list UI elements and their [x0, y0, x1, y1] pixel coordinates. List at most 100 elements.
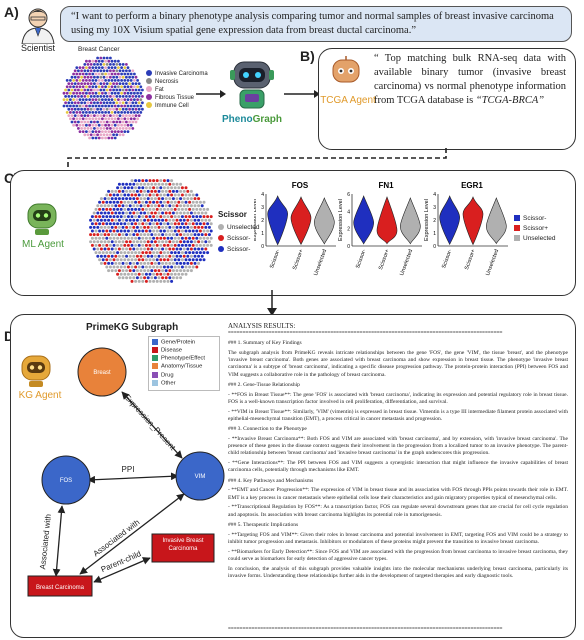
violin-xtick: Unselected — [313, 249, 328, 277]
kg-agent-label: KG Agent — [18, 390, 62, 401]
phenograph-label: PhenoGraph — [222, 114, 282, 125]
kg-legend-label: Phenotype/Effect — [161, 355, 206, 362]
node-breast-label: Breast — [93, 370, 111, 376]
analysis-title: ANALYSIS RESULTS: — [228, 322, 296, 330]
panel-c-box — [10, 170, 576, 296]
analysis-paragraph: - **Biomarkers for Early Detection**: Si… — [228, 548, 568, 562]
violin-legend-label: Scissor- — [523, 215, 547, 222]
violin-ytick: 0 — [347, 244, 350, 250]
node-breast-carcinoma — [27, 575, 93, 597]
kg-legend-swatch — [152, 347, 158, 354]
tissue-legend-label: Necrosis — [155, 79, 179, 85]
violin-ylabel: Expression Level — [424, 199, 430, 241]
tcga-quote: “ Top matching bulk RNA-seq data with av… — [374, 52, 566, 108]
analysis-heading: ### 4. Key Pathways and Mechanisms — [228, 477, 314, 484]
violin-ytick: 3 — [261, 205, 264, 211]
node-breast — [77, 347, 127, 397]
violin-xtick: Scissor+ — [292, 249, 305, 271]
kg-legend-item: Drug — [152, 371, 216, 380]
tissue-title: Breast Cancer — [78, 46, 120, 53]
tissue-legend-item: Necrosis — [146, 78, 208, 86]
analysis-heading: ### 2. Gene-Tissue Relationship — [228, 381, 300, 388]
robot-icon — [230, 61, 274, 109]
kg-legend-label: Other — [161, 380, 176, 387]
violin-title: EGR1 — [461, 181, 483, 190]
tissue-legend-label: Invasive Carcinoma — [155, 71, 208, 77]
tcga-agent-label: TCGA Agent — [320, 95, 376, 106]
violin-legend-item: Unselected — [514, 234, 556, 244]
tissue-legend-label: Fat — [155, 87, 164, 93]
node-fos — [41, 455, 91, 505]
violin-ytick: 4 — [433, 192, 436, 198]
violin-title: FOS — [292, 181, 309, 190]
violin-ytick: 0 — [433, 244, 436, 250]
tissue-legend-swatch — [146, 102, 152, 109]
tissue-legend-label: Fibrous Tissue — [155, 95, 195, 101]
violin-xtick: Unselected — [399, 249, 414, 277]
violin-xtick: Scissor+ — [464, 249, 477, 271]
tissue-legend-item: Fibrous Tissue — [146, 94, 208, 102]
violin-shape — [376, 196, 398, 245]
scientist-quote: “I want to perform a binary phenotype an… — [60, 6, 572, 42]
violin-ytick: 1 — [261, 231, 264, 237]
violin-shape — [439, 195, 460, 246]
violin-xtick: Scissor- — [269, 248, 281, 269]
node-invasive-breast-carcinoma — [151, 533, 215, 563]
scissor-legend-label: Scissor- — [227, 235, 251, 242]
violin-ytick: 2 — [433, 218, 436, 224]
tissue-legend-swatch — [146, 78, 152, 85]
scissor-spatial-plot — [89, 179, 213, 283]
node-ibc-label: Invasive Breast Carcinoma — [162, 538, 204, 552]
kg-legend-item: Gene/Protein — [152, 339, 216, 347]
violin-ylabel: Expression Level — [338, 199, 344, 241]
violin-ytick: 4 — [261, 192, 264, 198]
analysis-paragraph: - **EMT and Cancer Progression**: The ex… — [228, 487, 568, 501]
tissue-legend-swatch — [146, 70, 152, 77]
kg-legend-swatch — [152, 379, 158, 386]
scissor-legend-swatch — [218, 235, 224, 242]
arrow-icon — [284, 90, 320, 98]
analysis-paragraph: - **Gene Interactions**: The PPI between… — [228, 460, 568, 474]
kg-legend-label: Drug — [161, 372, 174, 379]
analysis-paragraph: In conclusion, the analysis of this subg… — [228, 565, 568, 579]
panel-b-label: B) — [300, 48, 315, 64]
tissue-spots — [62, 56, 144, 140]
violin-legend-item: Scissor- — [514, 214, 556, 224]
panel-b-box — [318, 48, 576, 150]
edge-expression-present — [121, 391, 183, 459]
violin-ytick: 6 — [347, 192, 350, 198]
tissue-spatial-plot — [62, 56, 144, 140]
tissue-legend-swatch — [146, 94, 152, 101]
violin-legend-label: Scissor+ — [523, 225, 549, 232]
kg-legend-label: Anatomy/Tissue — [161, 363, 203, 370]
scissor-legend-item: Scissor- — [218, 233, 260, 244]
kg-legend-swatch — [152, 355, 158, 362]
scissor-legend-label: Unselected — [227, 224, 260, 231]
violin-shape — [314, 197, 335, 245]
violin-legend: Scissor- Scissor+ Unselected — [514, 214, 556, 244]
scissor-legend-item: Scissor- — [218, 244, 260, 255]
violin-shape — [267, 195, 288, 246]
edge-label-expression: Expression_Present — [123, 393, 178, 453]
violin-legend-label: Unselected — [523, 235, 556, 242]
violin-legend-swatch — [514, 215, 520, 222]
analysis-paragraph: - **FOS in Breast Tissue**: The gene 'FO… — [228, 391, 568, 405]
kg-legend-swatch — [152, 339, 158, 345]
ml-agent-label: ML Agent — [22, 239, 64, 250]
violin-ylabel: Expression Level — [254, 199, 258, 241]
analysis-paragraph: - **Invasive Breast Carcinoma**: Both FO… — [228, 435, 568, 457]
analysis-paragraph: - **VIM in Breast Tissue**: Similarly, '… — [228, 408, 568, 422]
panel-a-label: A) — [4, 4, 19, 20]
violin-xtick: Unselected — [485, 249, 500, 277]
kg-graph: Breast VIM FOS Invasive Breast Carcinoma… — [27, 347, 225, 597]
tissue-legend-item: Immune Cell — [146, 102, 208, 110]
kg-legend-label: Gene/Protein — [161, 339, 196, 346]
violin-xtick: Scissor+ — [378, 249, 391, 271]
analysis-heading: ### 5. Therapeutic Implications — [228, 521, 299, 528]
analysis-heading: ### 1. Summary of Key Findings — [228, 340, 302, 346]
